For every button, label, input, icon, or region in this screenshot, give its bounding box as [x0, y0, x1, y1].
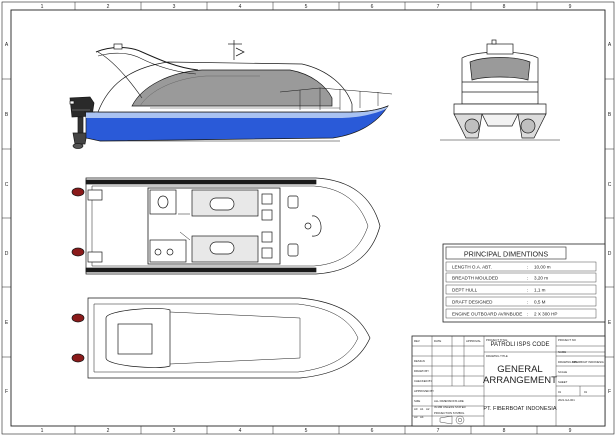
- row-label-left: B: [5, 112, 9, 118]
- col-label-top: 3: [173, 4, 176, 10]
- row-label-left: F: [5, 389, 8, 395]
- project-name: PATROLI ISPS CODE: [490, 342, 549, 348]
- tb-drawing-no-label: DRAWING NO: [558, 360, 577, 364]
- row-label-right: E: [608, 320, 612, 326]
- tb-size-a1: A1: [420, 407, 424, 411]
- row-label-left: C: [5, 182, 9, 188]
- dim-value-length: 10,00 m: [534, 265, 551, 270]
- projection-symbol-icon: [439, 415, 465, 425]
- tb-size-label: SIZE: [414, 399, 420, 403]
- col-label-top: 7: [437, 4, 440, 10]
- dim-value-engine: 2 X 300 HP: [534, 312, 558, 317]
- col-label-bottom: 4: [239, 428, 242, 434]
- dim-value-depth: 1,1 m: [534, 288, 546, 293]
- tb-approval-label: APPROVAL: [466, 339, 481, 343]
- col-label-bottom: 8: [503, 428, 506, 434]
- deck-plan: [71, 177, 381, 275]
- row-label-left: A: [5, 42, 9, 48]
- fender-icon: [71, 353, 85, 363]
- principal-dimensions-table: PRINCIPAL DIMENTIONS LENGTH O.A. ABT. BR…: [442, 243, 606, 323]
- tb-drawing-title-label: DRAWING TITLE: [486, 354, 508, 358]
- principal-title: PRINCIPAL DIMENTIONS: [464, 250, 548, 259]
- tb-rev-label: REV: [414, 339, 420, 343]
- dim-sep: :: [527, 300, 528, 305]
- tb-code-no: 2021-GA-001: [558, 398, 575, 402]
- dim-sep: :: [527, 265, 528, 270]
- row-label-left: D: [5, 251, 9, 257]
- fender-icon: [71, 247, 85, 257]
- front-windshield: [469, 57, 531, 81]
- fender-icon: [71, 313, 85, 323]
- dim-sep: :: [527, 312, 528, 317]
- tb-code: FIBERBOAT INDONESIA: [572, 360, 604, 364]
- fender-icon: [71, 187, 85, 197]
- dim-sep: :: [527, 276, 528, 281]
- company-name: PT. FIBERBOAT INDONESIA: [483, 406, 556, 412]
- dim-label-engine: ENGINE OUTBOARD AV/INBUDE: [452, 312, 522, 317]
- col-label-bottom: 2: [107, 428, 110, 434]
- tb-size-a0: A0: [414, 407, 418, 411]
- dim-sep: :: [527, 288, 528, 293]
- col-label-top: 6: [371, 4, 374, 10]
- col-label-bottom: 3: [173, 428, 176, 434]
- top-view: [71, 297, 371, 379]
- front-view: [440, 39, 560, 141]
- tb-project-title-label: PROJECT TITLE: [486, 338, 507, 342]
- tb-sheet-label: SHEET: [558, 380, 568, 384]
- col-label-top: 2: [107, 4, 110, 10]
- col-label-top: 5: [305, 4, 308, 10]
- tb-sheet-value: 01: [558, 390, 562, 394]
- tb-project-no-label: PROJECT NO: [558, 338, 577, 342]
- dim-label-draft: DRAFT DESIGNED: [452, 300, 493, 305]
- row-label-right: D: [608, 251, 612, 257]
- tb-note1: ALL DIMENSIONS ARE: [434, 399, 464, 403]
- tb-checked-label: CHECKED BY: [414, 379, 432, 383]
- deck-rail-bottom: [85, 267, 317, 273]
- tb-design-label: DESIGN: [414, 359, 425, 363]
- deck-rail-top: [85, 179, 317, 185]
- col-label-bottom: 1: [41, 428, 44, 434]
- drawing-title-line2: ARRANGEMENT: [483, 375, 557, 386]
- col-label-top: 4: [239, 4, 242, 10]
- row-label-right: F: [608, 389, 611, 395]
- tb-date-label: DATE: [434, 339, 441, 343]
- row-label-right: A: [608, 42, 612, 48]
- title-block: REV DATE APPROVAL DESIGN DRAWN BY CHECKE…: [411, 335, 606, 427]
- tb-scale-label: SCALE: [558, 370, 567, 374]
- tb-size-a3: A3: [414, 415, 418, 419]
- col-label-top: 8: [503, 4, 506, 10]
- col-label-bottom: 7: [437, 428, 440, 434]
- row-label-right: B: [608, 112, 612, 118]
- col-label-top: 1: [41, 4, 44, 10]
- col-label-bottom: 6: [371, 428, 374, 434]
- drawing-title-line1: GENERAL: [497, 364, 542, 375]
- dim-label-breadth: BREADTH MOULDED: [452, 276, 499, 281]
- row-label-left: E: [5, 320, 9, 326]
- tb-name-label: NAME: [558, 350, 566, 354]
- tb-proj-symbol-label: PROJECTION SYMBOL: [434, 411, 465, 415]
- tb-drawn-label: DRAWN BY: [414, 369, 429, 373]
- tb-sheet-of: 01: [584, 390, 588, 394]
- dim-value-draft: 0,5 M: [534, 300, 546, 305]
- row-label-right: C: [608, 182, 612, 188]
- grid-labels: 1 2 3 4 5 6 7 8 9 1 2 3 4 5 6 7 8 9 A B …: [5, 4, 612, 434]
- tb-approved-label: APPROVED BY: [414, 389, 434, 393]
- tb-size-a2: A2: [426, 407, 430, 411]
- cabin-window: [131, 69, 333, 107]
- front-hardtop: [486, 43, 514, 55]
- dim-label-length: LENGTH O.A. ABT.: [452, 265, 492, 270]
- side-view: [69, 40, 393, 149]
- col-label-bottom: 9: [569, 428, 572, 434]
- tb-note2: IN MM UNLESS STATED: [434, 405, 466, 409]
- col-label-top: 9: [569, 4, 572, 10]
- col-label-bottom: 5: [305, 428, 308, 434]
- dim-value-breadth: 3,20 m: [534, 276, 548, 281]
- dim-label-depth: DEPT HULL: [452, 288, 478, 293]
- tb-size-a4: A4: [420, 415, 424, 419]
